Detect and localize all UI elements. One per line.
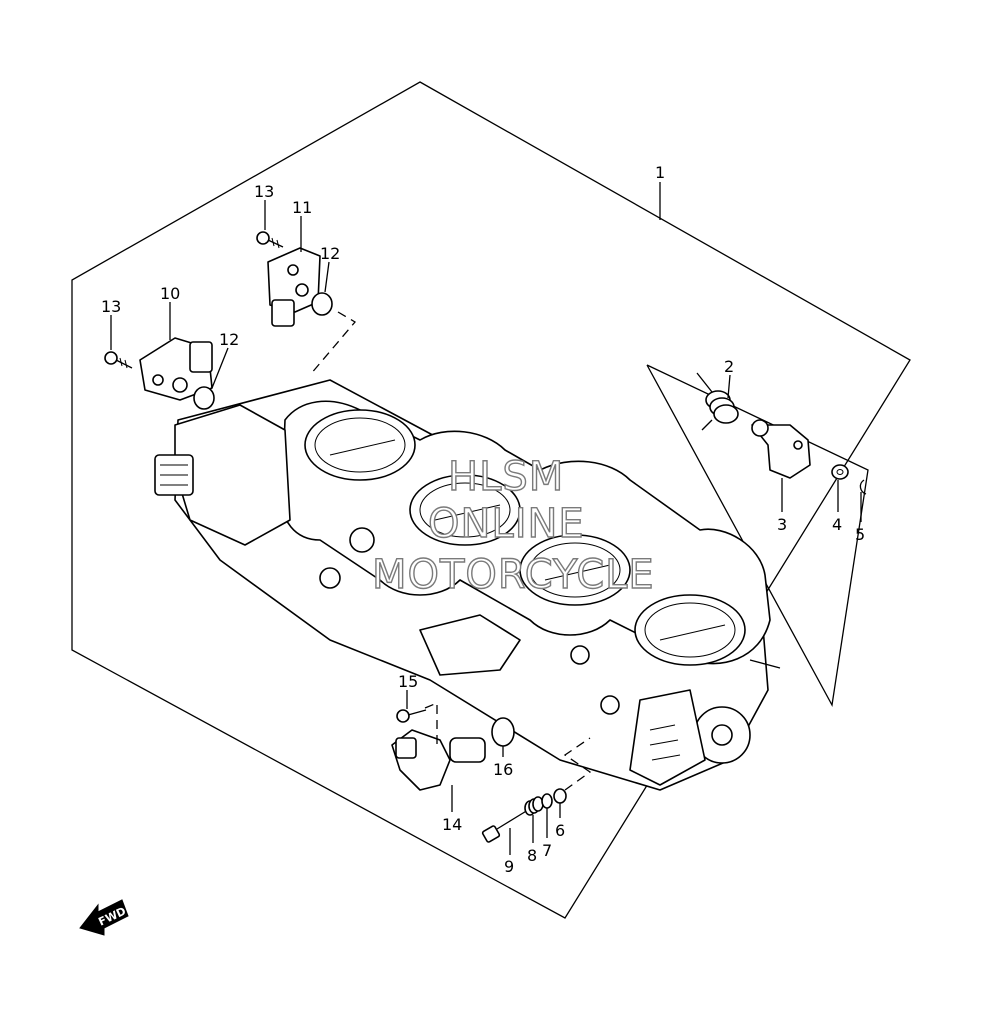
- leader-12b: [324, 261, 330, 293]
- clip-5: [859, 479, 867, 495]
- callout-12b: 12: [320, 244, 340, 263]
- sensor-14: [391, 729, 486, 791]
- callout-3: 3: [777, 515, 787, 534]
- sensor-10: [139, 337, 213, 401]
- callout-10: 10: [160, 284, 180, 303]
- lever-3: [751, 419, 811, 479]
- screw-13b: [256, 231, 284, 249]
- spring-2: [696, 372, 739, 431]
- o-ring-16: [491, 717, 515, 747]
- callout-14: 14: [442, 815, 462, 834]
- dash-6-to-body: [563, 737, 592, 791]
- spring-8: [524, 796, 544, 816]
- o-ring-12b: [311, 292, 333, 316]
- screw-9: [481, 809, 529, 843]
- washer-4-hole: [836, 469, 844, 475]
- callout-9: 9: [504, 857, 514, 876]
- callout-5: 5: [855, 525, 865, 544]
- dash-15-to-body: [424, 702, 438, 745]
- watermark-line-3: MOTORCYCLE: [372, 552, 655, 598]
- callout-11: 11: [292, 198, 312, 217]
- washer-4: [831, 464, 849, 480]
- callout-13a: 13: [101, 297, 121, 316]
- dash-11-to-body: [309, 311, 356, 376]
- o-ring-6: [553, 788, 567, 804]
- leader-12a: [211, 347, 229, 389]
- screw-15: [396, 709, 427, 723]
- assembly-outline: [71, 81, 911, 919]
- throttle-body: [154, 379, 781, 791]
- callout-16: 16: [493, 760, 513, 779]
- callout-13b: 13: [254, 182, 274, 201]
- callout-12a: 12: [219, 330, 239, 349]
- leader-2: [727, 374, 731, 399]
- callout-6: 6: [555, 821, 565, 840]
- callout-15: 15: [398, 672, 418, 691]
- washer-7: [541, 793, 553, 809]
- callout-8: 8: [527, 846, 537, 865]
- watermark-line-1: HLSM: [448, 454, 564, 500]
- watermark-line-2: ONLINE: [428, 501, 585, 547]
- callout-4: 4: [832, 515, 842, 534]
- subassembly-outline: [646, 364, 869, 708]
- o-ring-12a: [193, 386, 215, 410]
- sensor-11: [267, 247, 321, 327]
- callout-1: 1: [655, 163, 665, 182]
- callout-7: 7: [542, 841, 552, 860]
- screw-13a: [104, 351, 133, 369]
- callout-2: 2: [724, 357, 734, 376]
- fwd-arrow-icon: FWD: [79, 899, 129, 936]
